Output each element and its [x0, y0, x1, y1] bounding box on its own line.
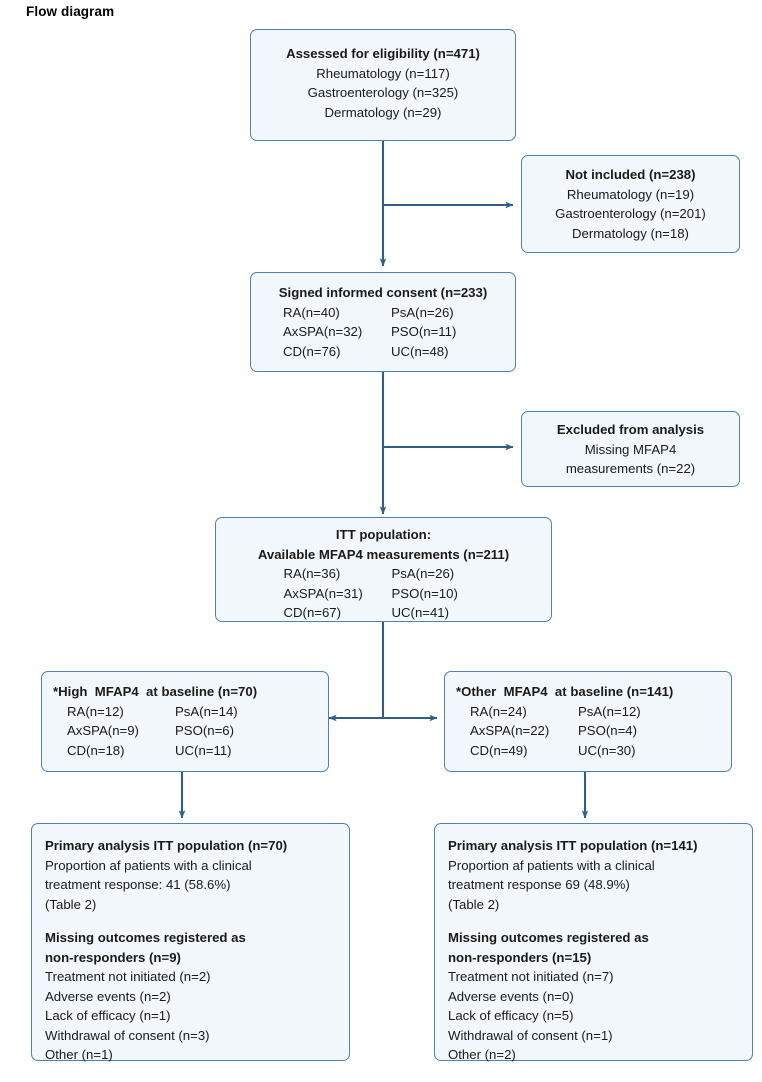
high-mfap4-cell-left: AxSPA(n=9) — [67, 723, 139, 738]
consent-cell-left: RA(n=40) — [283, 304, 340, 320]
other-mfap4-cell-left: RA(n=24) — [470, 703, 527, 719]
primary-left-spacer — [45, 914, 349, 928]
node-not-included: Not included (n=238) Rheumatology (n=19)… — [521, 155, 740, 253]
consent-row: CD(n=76) UC(n=48) — [251, 342, 515, 362]
consent-row: RA(n=40) PsA(n=26) — [251, 303, 515, 323]
other-mfap4-cell-right: PsA(n=12) — [578, 703, 641, 719]
itt-row: AxSPA(n=31) PSO(n=10) — [216, 584, 551, 604]
itt-cell-right: PSO(n=10) — [391, 585, 458, 601]
other-mfap4-row: RA(n=24) PsA(n=12) — [456, 702, 731, 722]
primary-right-body-line: treatment response 69 (48.9%) — [448, 877, 630, 892]
high-mfap4-header: *High MFAP4 at baseline (n=70) — [53, 684, 258, 699]
assessed-header: Assessed for eligibility (n=471) — [286, 46, 480, 61]
itt-cell-left: AxSPA(n=31) — [283, 585, 363, 601]
primary-right-body-line: Proportion af patients with a clinical — [448, 857, 655, 873]
not-included-line: Rheumatology (n=19) — [566, 186, 695, 202]
high-mfap4-cell-right: UC(n=11) — [175, 742, 232, 758]
consent-cell-left: AxSPA(n=32) — [283, 324, 363, 339]
node-itt-population: ITT population: Available MFAP4 measurem… — [215, 517, 552, 622]
itt-row: CD(n=67) UC(n=41) — [216, 603, 551, 623]
high-mfap4-cell-right: PsA(n=14) — [175, 703, 238, 719]
not-included-line: Gastroenterology (n=201) — [555, 206, 706, 221]
other-mfap4-cell-left: CD(n=49) — [470, 742, 528, 758]
primary-right-missing-item: Lack of efficacy (n=5) — [448, 1008, 574, 1023]
primary-right-missing-item: Treatment not initiated (n=7) — [448, 969, 614, 984]
other-mfap4-header: *Other MFAP4 at baseline (n=141) — [456, 684, 674, 699]
high-mfap4-cell-right: PSO(n=6) — [175, 723, 235, 738]
primary-left-header: Primary analysis ITT population (n=70) — [45, 838, 288, 853]
other-mfap4-cell-right: UC(n=30) — [578, 742, 636, 758]
consent-cell-right: UC(n=48) — [391, 343, 449, 359]
primary-left-body-line: Proportion af patients with a clinical — [45, 857, 252, 873]
high-mfap4-row: AxSPA(n=9) PSO(n=6) — [53, 721, 328, 741]
itt-cell-right: UC(n=41) — [391, 605, 450, 620]
primary-left-body-line: (Table 2) — [45, 896, 97, 912]
high-mfap4-cell-left: RA(n=12) — [67, 703, 124, 719]
other-mfap4-cell-right: PSO(n=4) — [578, 723, 638, 738]
node-signed-informed-consent: Signed informed consent (n=233) RA(n=40)… — [250, 272, 516, 372]
primary-right-missing-header-2: non-responders (n=15) — [448, 949, 592, 965]
primary-right-header: Primary analysis ITT population (n=141) — [448, 838, 698, 853]
consent-cell-left: CD(n=76) — [283, 343, 341, 359]
primary-right-missing-header-1: Missing outcomes registered as — [448, 930, 649, 945]
assessed-line: Gastroenterology (n=325) — [307, 85, 459, 100]
not-included-header: Not included (n=238) — [565, 167, 696, 182]
page-title: Flow diagram — [26, 4, 115, 19]
node-primary-analysis-right: Primary analysis ITT population (n=141) … — [434, 823, 753, 1062]
primary-right-missing-item: Other (n=2) — [448, 1047, 516, 1062]
itt-cell-right: PsA(n=26) — [391, 566, 455, 581]
primary-left-missing-header-2: non-responders (n=9) — [45, 949, 181, 965]
itt-header-line1: ITT population: — [335, 527, 432, 542]
assessed-line: Dermatology (n=29) — [324, 104, 442, 120]
assessed-line: Rheumatology (n=117) — [316, 65, 450, 81]
consent-header: Signed informed consent (n=233) — [278, 285, 488, 300]
node-assessed-for-eligibility: Assessed for eligibility (n=471) Rheumat… — [250, 29, 516, 141]
other-mfap4-cell-left: AxSPA(n=22) — [470, 723, 550, 738]
primary-left-body-line: treatment response: 41 (58.6%) — [45, 877, 231, 892]
consent-cell-right: PSO(n=11) — [391, 324, 457, 339]
excluded-line: measurements (n=22) — [565, 461, 696, 476]
primary-left-missing-item: Lack of efficacy (n=1) — [45, 1008, 171, 1023]
primary-right-missing-item: Adverse events (n=0) — [448, 988, 574, 1004]
node-excluded-from-analysis: Excluded from analysis Missing MFAP4 mea… — [521, 411, 740, 487]
primary-right-body-line: (Table 2) — [448, 896, 500, 912]
primary-left-missing-header-1: Missing outcomes registered as — [45, 930, 246, 945]
other-mfap4-row: AxSPA(n=22) PSO(n=4) — [456, 721, 731, 741]
itt-cell-left: RA(n=36) — [283, 566, 341, 581]
node-primary-analysis-left: Primary analysis ITT population (n=70) P… — [31, 823, 350, 1062]
primary-left-missing-item: Other (n=1) — [45, 1047, 113, 1062]
primary-left-missing-item: Adverse events (n=2) — [45, 988, 171, 1004]
not-included-line: Dermatology (n=18) — [572, 225, 689, 241]
itt-row: RA(n=36) PsA(n=26) — [216, 564, 551, 584]
high-mfap4-cell-left: CD(n=18) — [67, 742, 125, 758]
consent-row: AxSPA(n=32) PSO(n=11) — [251, 322, 515, 342]
excluded-line: Missing MFAP4 — [584, 441, 677, 457]
itt-cell-left: CD(n=67) — [283, 605, 342, 620]
primary-left-missing-item: Withdrawal of consent (n=3) — [45, 1027, 210, 1043]
high-mfap4-row: RA(n=12) PsA(n=14) — [53, 702, 328, 722]
node-high-mfap4-baseline: *High MFAP4 at baseline (n=70) RA(n=12) … — [41, 671, 329, 772]
excluded-header: Excluded from analysis — [556, 422, 705, 437]
primary-right-missing-item: Withdrawal of consent (n=1) — [448, 1027, 613, 1043]
high-mfap4-row: CD(n=18) UC(n=11) — [53, 741, 328, 761]
primary-left-missing-item: Treatment not initiated (n=2) — [45, 969, 211, 984]
itt-header-line2: Available MFAP4 measurements (n=211) — [257, 546, 510, 562]
primary-right-spacer — [448, 914, 752, 928]
node-other-mfap4-baseline: *Other MFAP4 at baseline (n=141) RA(n=24… — [444, 671, 732, 772]
other-mfap4-row: CD(n=49) UC(n=30) — [456, 741, 731, 761]
consent-cell-right: PsA(n=26) — [391, 304, 454, 320]
